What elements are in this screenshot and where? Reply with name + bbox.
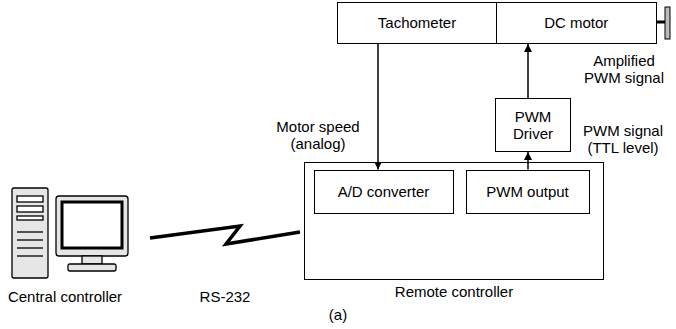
figure-label: (a) [318,306,358,323]
link-label: RS-232 [188,288,262,305]
box-label: Remote controller [305,283,603,300]
signal-arrow [527,44,529,98]
box-label: A/D converter [338,183,430,200]
signal-label: PWM signal (TTL level) [578,122,668,157]
controller-box: Remote controllerA/D converterPWM output [304,162,604,280]
device-label: Central controller [0,288,130,305]
box-label: Tachometer [378,14,456,31]
output-box: PWM output [466,170,590,214]
signal-arrow [527,152,529,170]
signal-label: Amplified PWM signal [580,52,668,87]
serial-link-symbol [150,226,300,244]
box-label: DC motor [544,14,608,31]
sensor-box: Tachometer [337,2,497,44]
motor-shaft [657,7,670,39]
signal-label: Motor speed (analog) [268,118,368,153]
motor-box: DC motor [496,2,658,44]
box-label: PWM Driver [496,108,570,143]
box-label: PWM output [486,183,569,200]
signal-arrow [377,44,379,170]
driver-box: PWM Driver [495,98,571,152]
converter-box: A/D converter [314,170,454,214]
computer-icon [12,188,128,278]
